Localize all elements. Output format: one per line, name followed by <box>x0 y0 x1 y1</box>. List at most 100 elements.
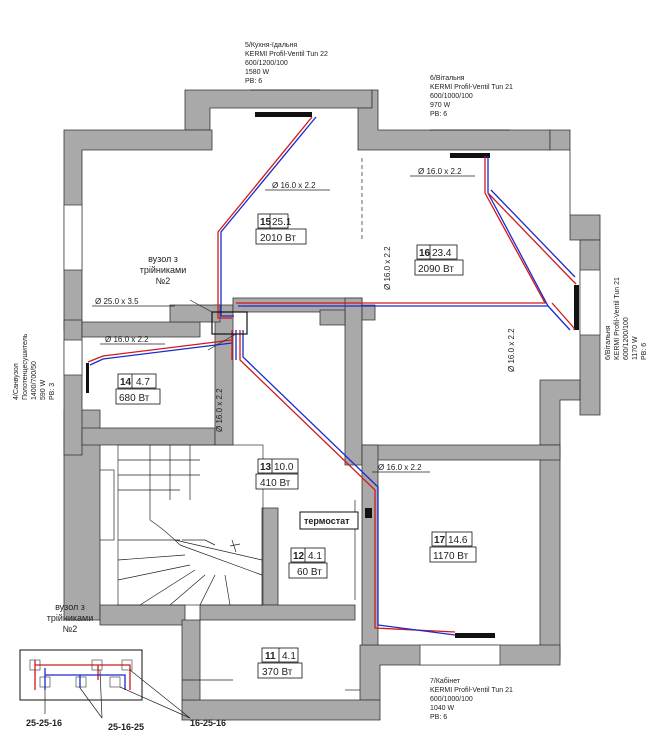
r6a-line-0: 6/Вітальня <box>430 74 465 82</box>
radiator-bath <box>86 363 89 393</box>
room-tag-15: 15 25.1 2010 Вт <box>255 213 307 245</box>
r4-line-3: 590 W <box>40 379 47 400</box>
wall-right-lower <box>539 444 561 661</box>
r6b-line-4: PB: 6 <box>641 343 648 360</box>
node-leader-line <box>189 299 213 313</box>
window-living-right <box>579 269 601 336</box>
room-tag-12: 12 4.1 60 Вт <box>288 547 328 579</box>
pipes <box>87 116 577 636</box>
room-16-power: 2090 Вт <box>418 264 454 275</box>
r7-line-1: KERMI Profil-Ventil Tun 21 <box>430 687 513 694</box>
r5-line-1: KERMI Profil-Ventil Tun 22 <box>245 51 328 58</box>
distribution-node <box>211 311 248 335</box>
room-12-area: 4.1 <box>308 551 322 562</box>
room-15-num: 15 <box>260 217 272 228</box>
wall-living-bottom <box>344 297 363 466</box>
radiator-label-r6b: 6/Вітальня KERMI Profil-Ventil Tun 21 60… <box>604 277 648 360</box>
room-16-area: 23.4 <box>432 248 452 259</box>
pipe-label-main: Ø 25.0 x 3.5 <box>95 297 139 306</box>
radiator-label-r7: 7/Кабінет KERMI Profil-Ventil Tun 21 600… <box>430 677 513 721</box>
wall-study-left <box>361 444 379 646</box>
room-13-power: 410 Вт <box>260 478 291 489</box>
plant-icon <box>229 539 241 553</box>
staircase <box>117 444 264 606</box>
r5-line-3: 1580 W <box>245 69 270 76</box>
radiator-study <box>455 633 495 638</box>
pipe-label-right-vert: Ø 16.0 x 2.2 <box>507 328 516 372</box>
r7-line-3: 1040 W <box>430 705 455 712</box>
room-17-power: 1170 Вт <box>433 551 469 562</box>
room-12-num: 12 <box>293 551 305 562</box>
pipe-label-study: Ø 16.0 x 2.2 <box>378 463 422 472</box>
wall-small-block <box>319 309 346 326</box>
thermostat-box: термостат <box>299 511 359 530</box>
room-14-num: 14 <box>120 377 132 388</box>
thermostat-mark <box>365 508 372 518</box>
room-tag-11: 11 4.1 370 Вт <box>257 647 303 679</box>
room-tag-13: 13 10.0 410 Вт <box>255 458 299 490</box>
r7-line-0: 7/Кабінет <box>430 677 461 685</box>
pipe-label-living-top: Ø 16.0 x 2.2 <box>418 167 462 176</box>
wall-study-top <box>361 444 561 461</box>
room-14-power: 680 Вт <box>119 393 150 404</box>
legend-title-1: трійниками <box>47 613 94 623</box>
r6b-line-2: 600/1200/100 <box>623 317 630 360</box>
radiator-label-r5: 5/Кухня-їдальня KERMI Profil-Ventil Tun … <box>245 42 328 85</box>
pipe-label-kitchen: Ø 16.0 x 2.2 <box>272 181 316 190</box>
r6b-line-0: 6/Вітальня <box>604 325 612 360</box>
room-15-area: 25.1 <box>272 217 292 228</box>
radiator-label-r4: 4/Санвузол Полотенцесушитель 1400/700/50… <box>13 333 56 400</box>
radiator-label-r6a: 6/Вітальня KERMI Profil-Ventil Tun 21 60… <box>430 74 513 118</box>
room-11-num: 11 <box>265 651 276 662</box>
r5-line-0: 5/Кухня-їдальня <box>245 42 297 49</box>
wall-bath-bottom <box>81 427 216 446</box>
window-study-bottom <box>419 644 501 666</box>
node-label: вузол з трійниками №2 <box>140 254 187 286</box>
wall-bottom-mid <box>181 699 381 721</box>
room-14-area: 4.7 <box>136 377 150 388</box>
thermostat-label: термостат <box>304 516 350 526</box>
windows <box>63 89 601 666</box>
r5-line-4: PB: 6 <box>245 78 262 85</box>
legend-title-2: №2 <box>63 624 78 634</box>
legend-title-0: вузол з <box>55 602 85 612</box>
room-17-area: 14.6 <box>448 535 468 546</box>
wall-right-tower-stub <box>361 304 376 321</box>
legend-tee-1: 25-16-25 <box>108 722 144 732</box>
window-kitchen-left <box>63 204 83 271</box>
legend-tee-2: 16-25-16 <box>190 718 226 728</box>
wall-stair-bottom <box>99 604 186 626</box>
room-17-num: 17 <box>434 535 446 546</box>
pipe-label-bath: Ø 16.0 x 2.2 <box>105 335 149 344</box>
room-12-power: 60 Вт <box>297 567 322 578</box>
r5-line-2: 600/1200/100 <box>245 60 288 67</box>
wall-living-right-upper <box>549 129 601 241</box>
room-16-num: 16 <box>419 248 431 259</box>
room-13-area: 10.0 <box>274 462 294 473</box>
room-tag-14: 14 4.7 680 Вт <box>115 373 161 405</box>
pipe-label-center-vert: Ø 16.0 x 2.2 <box>215 388 224 432</box>
legend-tee-0: 25-25-16 <box>26 718 62 728</box>
room-11-power: 370 Вт <box>262 667 293 678</box>
r6b-line-1: KERMI Profil-Ventil Tun 21 <box>614 277 621 360</box>
r7-line-2: 600/1000/100 <box>430 696 473 703</box>
r6b-line-3: 1170 W <box>632 336 639 360</box>
room-tag-16: 16 23.4 2090 Вт <box>414 244 464 276</box>
wall-right-step <box>539 379 581 446</box>
legend-node-2: вузол з трійниками №2 25-25-16 25-16-25 … <box>19 602 226 732</box>
node-label-line-1: трійниками <box>140 265 187 275</box>
r6a-line-1: KERMI Profil-Ventil Tun 21 <box>430 84 513 91</box>
wall-kitchen-top <box>184 89 373 131</box>
radiator-living-top <box>450 153 490 158</box>
r6a-line-4: PB: 6 <box>430 111 447 118</box>
radiator-kitchen <box>255 112 312 117</box>
wall-bottom-left-corner <box>181 619 201 701</box>
node-label-line-2: №2 <box>156 276 171 286</box>
node-label-line-0: вузол з <box>148 254 178 264</box>
r4-line-1: Полотенцесушитель <box>22 333 29 400</box>
r6a-line-3: 970 W <box>430 102 451 109</box>
r6a-line-2: 600/1000/100 <box>430 93 473 100</box>
room-11-area: 4.1 <box>282 651 296 662</box>
room-15-power: 2010 Вт <box>260 233 296 244</box>
